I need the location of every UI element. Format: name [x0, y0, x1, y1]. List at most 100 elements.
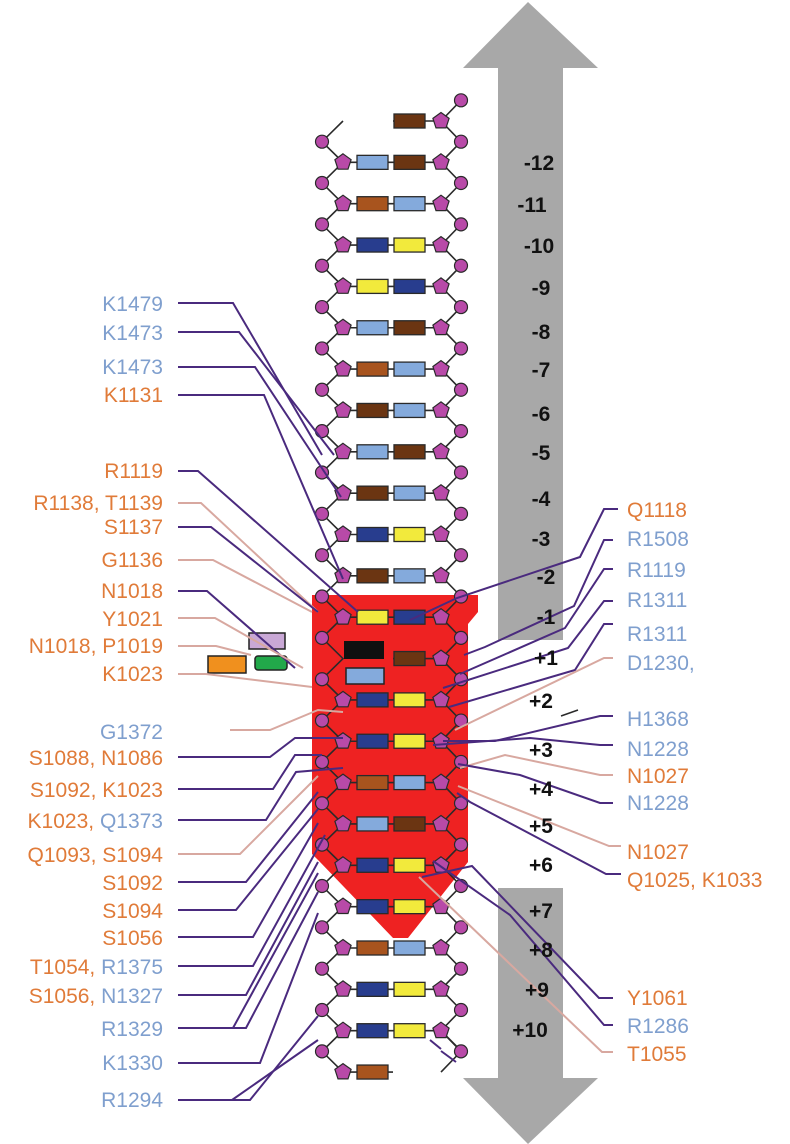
base-yellow [393, 733, 426, 749]
sugar-pentagon [432, 401, 450, 418]
base-lightblue [356, 816, 389, 832]
sugar-pentagon [334, 690, 352, 708]
sugar-pentagon [334, 897, 352, 915]
leader-line [178, 645, 252, 656]
leader-line [459, 753, 613, 776]
phosphate-node [453, 217, 469, 232]
left-residue-label: S1092, K1023 [30, 779, 163, 802]
residue-text: S1056, [29, 985, 101, 1008]
position-label: -9 [532, 277, 551, 300]
residue-text: K1023, [28, 810, 100, 833]
leader-line [178, 502, 319, 613]
base-rust [356, 940, 389, 956]
right-residue-label: R1508 [627, 528, 689, 551]
leader-line [178, 673, 313, 688]
residue-text: Q1093, S1094 [28, 844, 164, 867]
position-label: +6 [529, 854, 553, 877]
sugar-pentagon [432, 607, 450, 625]
sugar-pentagon [334, 194, 352, 212]
position-label: +7 [529, 900, 553, 923]
sugar-pentagon [334, 856, 352, 873]
residue-text: G1372 [100, 721, 163, 744]
leader-line [178, 617, 304, 669]
leader-line [178, 1039, 319, 1101]
leader-line [457, 763, 613, 804]
left-residue-label: K1023 [102, 663, 163, 686]
right-residue-label: N1027 [627, 765, 689, 788]
left-residue-label: S1056 [102, 927, 163, 950]
base-brown [393, 154, 426, 171]
sugar-pentagon [334, 153, 352, 170]
phosphate-node [314, 1002, 330, 1018]
leader-line [432, 860, 613, 1026]
right-residue-label: N1228 [627, 792, 689, 815]
residue-text: K1473 [102, 322, 163, 345]
base-lightblue [356, 154, 389, 171]
left-residue-label: K1023, Q1373 [28, 810, 163, 833]
base-navy [356, 899, 389, 915]
residue-text: S1056 [102, 927, 163, 950]
residue-text: N1018 [101, 580, 163, 603]
left-residue-label: S1137 [104, 516, 163, 539]
direction-arrows [463, 2, 598, 1144]
phosphate-node [453, 258, 469, 273]
position-label: -6 [532, 403, 551, 426]
phosphate-node [314, 754, 330, 770]
phosphate-node [314, 341, 330, 356]
left-residue-label: R1119 [104, 460, 163, 483]
sugar-pentagon [334, 442, 352, 460]
sugar-pentagon [432, 235, 450, 253]
residue-text: S1137 [104, 516, 163, 539]
phosphate-node [314, 796, 330, 811]
position-label: -1 [537, 606, 556, 629]
phosphate-node [453, 424, 469, 439]
phosphate-node [314, 382, 330, 397]
phosphate-node [314, 713, 330, 728]
sugar-pentagon [334, 773, 352, 791]
ntp-lavender-block [248, 632, 286, 650]
leader-line [456, 792, 621, 875]
right-residue-label: R1286 [627, 1015, 689, 1038]
right-residue-label: R1311 [627, 589, 687, 612]
base-navy [393, 609, 426, 625]
sugar-pentagon [334, 235, 352, 253]
leader-line [178, 331, 335, 456]
right-residue-label: Y1061 [627, 987, 688, 1010]
position-label: -11 [517, 194, 547, 217]
left-residue-label: S1056, N1327 [29, 985, 163, 1008]
sugar-pentagon [334, 814, 352, 832]
position-label: +8 [529, 939, 553, 962]
leader-line [178, 861, 319, 996]
position-label: -2 [537, 566, 556, 589]
residue-text: Q1373 [100, 810, 163, 833]
base-yellow [356, 609, 389, 625]
leader-line [418, 876, 613, 1053]
right-residue-label: R1119 [627, 559, 686, 582]
sugar-pentagon [432, 442, 450, 460]
sugar-pentagon [334, 277, 352, 294]
phosphate-node [453, 382, 469, 397]
base-rust [356, 774, 389, 791]
base-brown [393, 816, 426, 832]
base-rust [356, 361, 389, 377]
leader-line [230, 708, 344, 731]
sugar-pentagon [432, 111, 450, 129]
residue-text: K1473 [102, 356, 163, 379]
left-residue-label: T1054, R1375 [30, 956, 163, 979]
base-brown [393, 113, 426, 129]
left-residue-label: Q1093, S1094 [28, 844, 164, 867]
downstream-arrow [463, 888, 598, 1144]
sugar-pentagon [432, 980, 450, 997]
position-label: -4 [532, 488, 551, 511]
left-residue-label: K1330 [102, 1052, 163, 1075]
base-brown [393, 320, 426, 336]
leader-line [178, 791, 319, 883]
left-residue-label: S1094 [102, 900, 163, 923]
leader-line [178, 891, 319, 1029]
right-residue-labels: Q1118R1508R1119R1311R1311D1230,H1368N122… [627, 499, 762, 1066]
leader-line [178, 775, 319, 855]
left-residue-label: R1138, T1139 [33, 492, 163, 515]
leader-line [429, 1039, 442, 1050]
leader-line [440, 1050, 457, 1063]
sugar-pentagon [432, 483, 450, 501]
